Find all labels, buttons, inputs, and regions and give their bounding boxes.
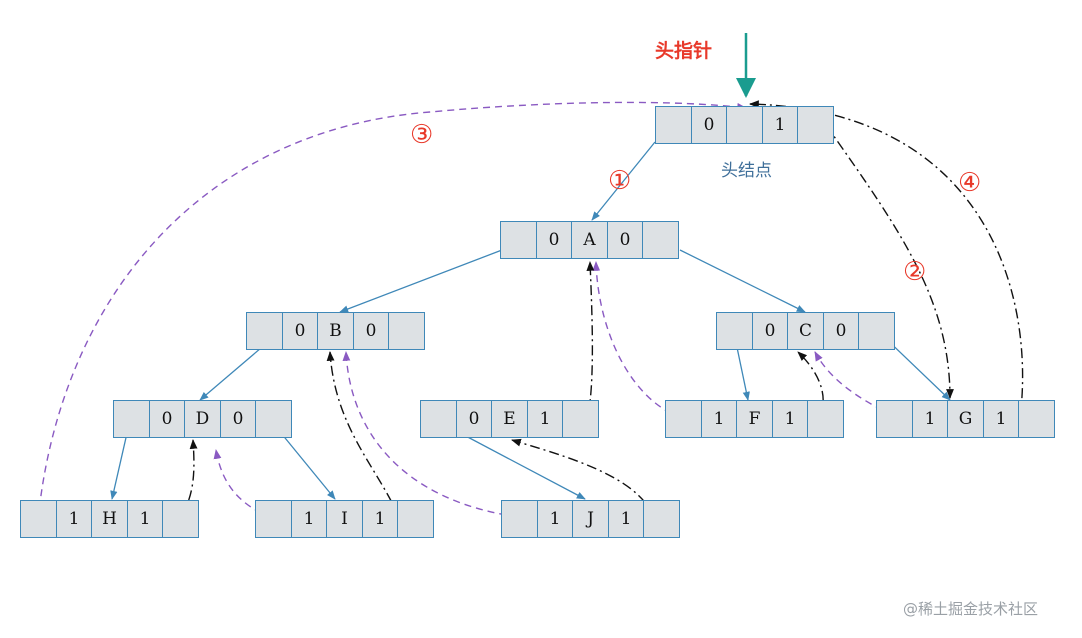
node-h-cell-4	[162, 500, 199, 538]
node-b-cell-3: 0	[352, 312, 390, 350]
head-node-label: 头结点	[721, 161, 772, 181]
link-b-to-d	[199, 341, 269, 401]
node-f-cell-3: 1	[771, 400, 809, 438]
step-number-2: ②	[903, 257, 927, 287]
node-g-cell-0	[876, 400, 913, 438]
node-g-cell-4	[1018, 400, 1055, 438]
node-j-cell-0	[501, 500, 538, 538]
node-c-cell-3: 0	[822, 312, 860, 350]
node-i-cell-3: 1	[361, 500, 399, 538]
link-a-to-b	[339, 249, 503, 313]
thread-j-to-b	[342, 351, 519, 518]
link-a-to-c	[679, 249, 806, 313]
thread-g-to-head	[749, 100, 1024, 419]
node-f-cell-2: F	[736, 400, 773, 438]
link-head-to-a	[591, 141, 656, 221]
node-head-cell-0	[655, 106, 692, 144]
node-b-cell-0	[246, 312, 283, 350]
node-b-cell-2: B	[317, 312, 354, 350]
node-e-cell-4	[562, 400, 599, 438]
node-c-cell-2: C	[787, 312, 824, 350]
head-pointer-label: 头指针	[655, 40, 713, 62]
node-f-cell-1: 1	[700, 400, 738, 438]
node-b-cell-1: 0	[281, 312, 319, 350]
step-number-4: ④	[958, 168, 982, 198]
node-i-cell-0	[255, 500, 292, 538]
node-f-cell-0	[665, 400, 702, 438]
node-d-cell-0	[113, 400, 150, 438]
thread-i-to-b	[326, 351, 401, 521]
step-number-3: ③	[410, 120, 434, 150]
node-g-cell-2: G	[947, 400, 984, 438]
node-head-cell-1: 0	[690, 106, 728, 144]
node-j-cell-1: 1	[536, 500, 574, 538]
node-a-cell-4	[642, 221, 679, 259]
node-h-cell-2: H	[91, 500, 128, 538]
node-g-cell-1: 1	[911, 400, 949, 438]
node-e-cell-2: E	[491, 400, 528, 438]
node-i-cell-4	[397, 500, 434, 538]
node-a-cell-1: 0	[535, 221, 573, 259]
node-f-cell-4	[807, 400, 844, 438]
node-j-cell-4	[643, 500, 680, 538]
node-g-cell-3: 1	[982, 400, 1020, 438]
node-a-cell-0	[500, 221, 537, 259]
thread-e-to-a	[586, 261, 595, 416]
node-d-cell-3: 0	[219, 400, 257, 438]
node-c-cell-1: 0	[751, 312, 789, 350]
node-d-cell-4	[255, 400, 292, 438]
node-head-cell-2	[726, 106, 763, 144]
node-c-cell-4	[858, 312, 895, 350]
node-h-cell-0	[20, 500, 57, 538]
node-a-cell-2: A	[571, 221, 608, 259]
thread-g-to-c	[814, 351, 894, 416]
node-e-cell-3: 1	[526, 400, 564, 438]
thread-head-to-g	[825, 124, 954, 399]
node-e-cell-1: 0	[455, 400, 493, 438]
node-d-cell-1: 0	[148, 400, 186, 438]
node-e-cell-0	[420, 400, 457, 438]
node-head-cell-4	[797, 106, 834, 144]
node-head-cell-3: 1	[761, 106, 799, 144]
node-i-cell-2: I	[326, 500, 363, 538]
node-j-cell-2: J	[572, 500, 609, 538]
thread-f-to-a	[592, 261, 683, 419]
node-h-cell-1: 1	[55, 500, 93, 538]
node-d-cell-2: D	[184, 400, 221, 438]
thread-j-to-e	[511, 438, 656, 521]
step-number-1: ①	[608, 166, 632, 196]
node-h-cell-3: 1	[126, 500, 164, 538]
node-j-cell-3: 1	[607, 500, 645, 538]
thread-h-to-head	[37, 101, 747, 521]
node-c-cell-0	[716, 312, 753, 350]
node-i-cell-1: 1	[290, 500, 328, 538]
node-a-cell-3: 0	[606, 221, 644, 259]
watermark-text: @稀土掘金技术社区	[903, 600, 1039, 618]
node-b-cell-4	[388, 312, 425, 350]
